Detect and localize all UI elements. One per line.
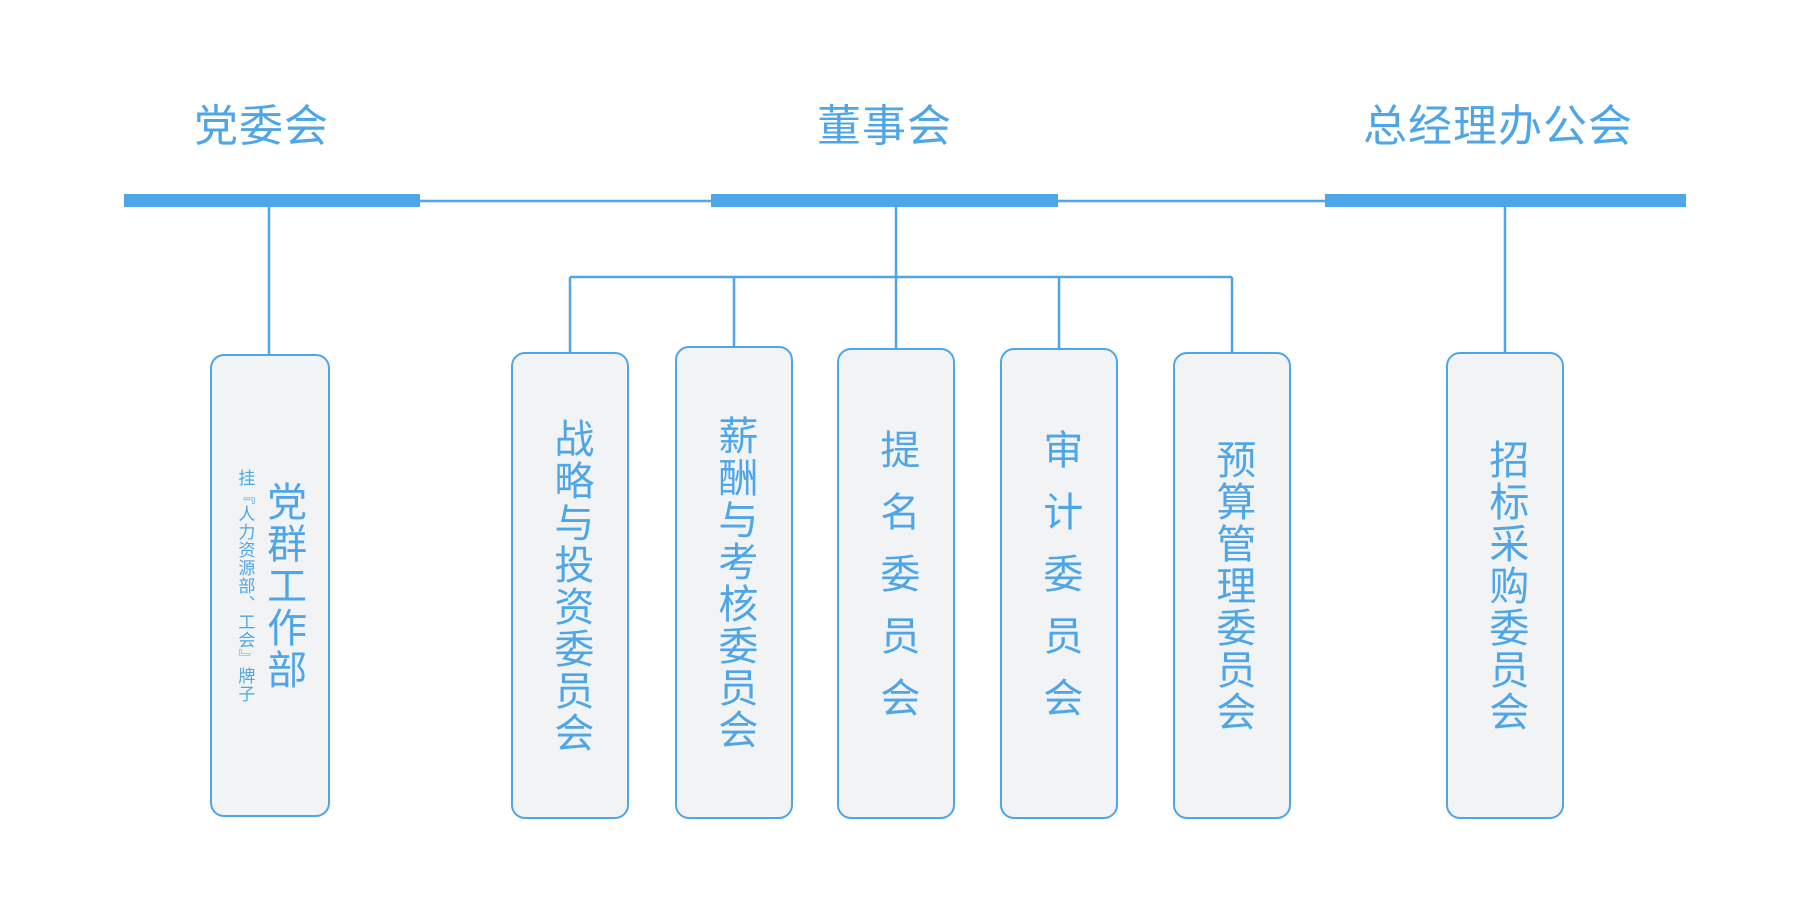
title-gm-office-meeting[interactable]: 总经理办公会 [1363,102,1633,151]
title-bar-board [711,194,1058,207]
node-audit-committee[interactable]: 审计委员会 [1000,348,1118,819]
node-label-strategy-investment-committee: 战略与投资委员会 [548,417,593,754]
node-label-party-affairs-dept: 党群工作部 [261,480,306,691]
node-label-bidding-procurement-committee: 招标采购委员会 [1483,438,1528,733]
title-bar-gm-office [1325,194,1686,207]
node-label-compensation-assessment-committee: 薪酬与考核委员会 [712,414,757,751]
node-party-affairs-dept[interactable]: 党群工作部 挂『人力资源部、工会』牌子 [210,354,330,817]
node-label-audit-committee: 审计委员会 [1037,428,1082,739]
node-label-nomination-committee: 提名委员会 [874,428,919,739]
node-bidding-procurement-committee[interactable]: 招标采购委员会 [1446,352,1564,819]
title-party-committee[interactable]: 党委会 [194,102,329,151]
title-bar-party-committee [124,194,420,207]
node-nomination-committee[interactable]: 提名委员会 [837,348,955,819]
node-strategy-investment-committee[interactable]: 战略与投资委员会 [511,352,629,819]
node-annotation-party-affairs-dept: 挂『人力资源部、工会』牌子 [235,468,255,703]
node-compensation-assessment-committee[interactable]: 薪酬与考核委员会 [675,346,793,819]
node-label-budget-management-committee: 预算管理委员会 [1210,438,1255,733]
node-budget-management-committee[interactable]: 预算管理委员会 [1173,352,1291,819]
title-board-of-directors[interactable]: 董事会 [817,102,952,151]
